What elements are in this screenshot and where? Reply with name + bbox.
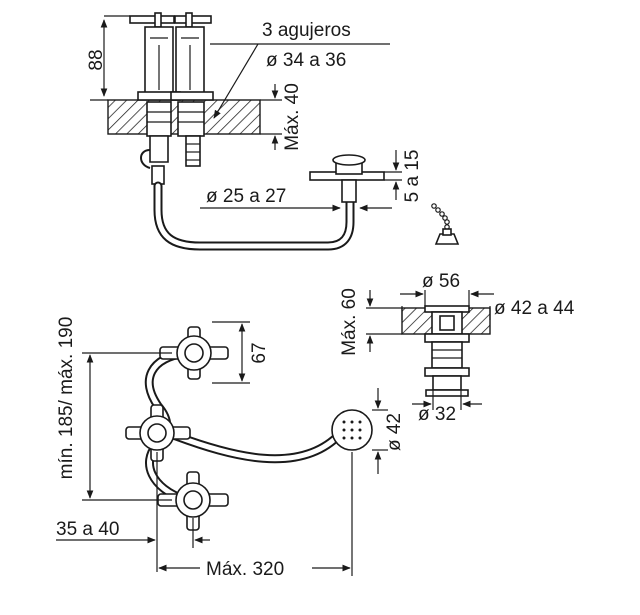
dim-range-5-15: 5 a 15 [402,150,423,203]
label-holes: 3 agujeros [262,20,351,41]
hand-shower-plan [331,409,373,451]
faucet-elevation-view: 88 3 agujeros ø 34 a 36 Máx. 40 ø 25 a 2… [86,12,460,251]
dim-spacing-67: 67 [249,342,270,363]
handle-plan-middle [125,404,191,462]
handle-left [129,15,175,24]
dim-drain-diameter: ø 56 [422,271,460,292]
dim-min-max-190: mín. 185/ máx. 190 [56,317,77,480]
chain [431,203,450,230]
handle-right [174,15,212,24]
dim-max-60: Máx. 60 [339,288,360,356]
label-hole-diameter: ø 34 a 36 [266,50,346,71]
dim-max-40: Máx. 40 [282,83,303,151]
handle-plan-top [159,326,229,380]
dim-drain-base: ø 32 [418,404,456,425]
dim-spacing-35-40: 35 a 40 [56,519,119,540]
handle-plan-bottom [157,471,229,531]
drain-section-view: ø 56 Máx. 60 ø 42 a 44 ø 32 [339,271,575,425]
dim-shower-diameter: ø 42 [384,413,405,451]
dim-max-320: Máx. 320 [206,559,284,580]
dim-height-88: 88 [86,49,107,70]
dim-drain-hole: ø 42 a 44 [494,298,575,319]
faucet-plan-view: 67 mín. 185/ máx. 190 35 a 40 ø 42 Máx. … [56,317,405,580]
drain-plug [434,233,460,245]
dim-hose-diameter: ø 25 a 27 [206,186,286,207]
